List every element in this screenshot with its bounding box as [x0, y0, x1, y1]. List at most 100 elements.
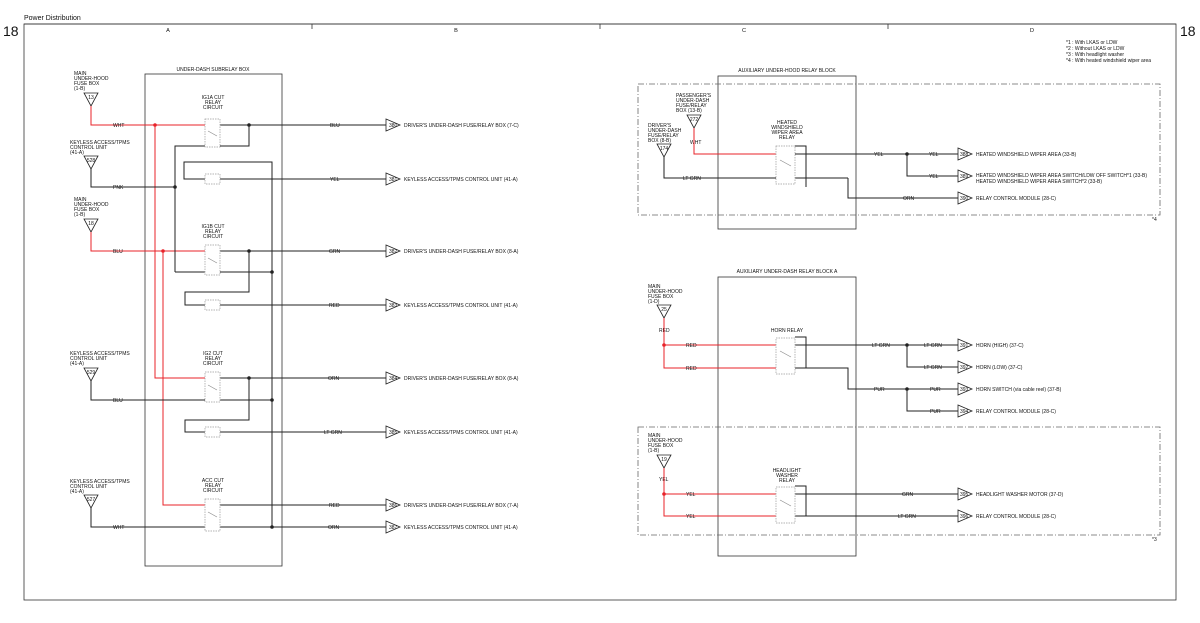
- svg-text:KEYLESS ACCESS/TPMS CONTROL UN: KEYLESS ACCESS/TPMS CONTROL UNIT (41-A): [404, 177, 518, 183]
- svg-text:RELAY: RELAY: [779, 478, 796, 484]
- svg-text:LT GRN: LT GRN: [898, 514, 916, 520]
- svg-text:UNDER-DASH: UNDER-DASH: [676, 98, 710, 104]
- ig2-relay[interactable]: IG2 CUT RELAY CIRCUIT: [203, 351, 223, 438]
- connector-triangle: [83, 367, 99, 382]
- source-keyless-529[interactable]: KEYLESS ACCESS/TPMS CONTROL UNIT (41-A) …: [70, 351, 130, 382]
- output-389[interactable]: YEL 389 HEATED WINDSHIELD WIPER AREA SWI…: [929, 169, 1147, 185]
- svg-text:384: 384: [389, 376, 398, 382]
- note-2: *2 : Without LKAS or LDW: [1066, 46, 1125, 52]
- svg-text:WINDSHIELD: WINDSHIELD: [771, 125, 803, 131]
- horn-circuit: RED RED LT GRN PUR HORN RELAY LT GRN 391…: [662, 318, 1062, 418]
- output-385[interactable]: LT GRN 385 KEYLESS ACCESS/TPMS CONTROL U…: [324, 425, 518, 439]
- svg-text:HEATED WINDSHIELD WIPER AREA S: HEATED WINDSHIELD WIPER AREA SWITCH/LDW …: [976, 173, 1147, 179]
- output-391[interactable]: LT GRN 391 HORN (HIGH) (37-C): [924, 338, 1024, 352]
- svg-text:528: 528: [87, 158, 96, 164]
- output-384[interactable]: ORN 384 DRIVER'S UNDER-DASH FUSE/RELAY B…: [328, 371, 519, 385]
- output-380[interactable]: BLU 380 DRIVER'S UNDER-DASH FUSE/RELAY B…: [330, 118, 519, 132]
- svg-text:MAIN: MAIN: [74, 71, 87, 77]
- svg-text:CIRCUIT: CIRCUIT: [203, 361, 223, 367]
- svg-text:527: 527: [87, 497, 96, 503]
- svg-text:FUSE/RELAY: FUSE/RELAY: [676, 103, 707, 109]
- output-396[interactable]: LT GRN 396 RELAY CONTROL MODULE (28-C): [898, 509, 1056, 523]
- source-keyless-527[interactable]: KEYLESS ACCESS/TPMS CONTROL UNIT (41-A) …: [70, 479, 130, 509]
- svg-text:387: 387: [389, 525, 398, 531]
- svg-text:ORN: ORN: [328, 376, 340, 382]
- source-main-fuse-19[interactable]: MAIN UNDER-HOOD FUSE BOX (1-B) 19 YEL: [648, 433, 683, 483]
- svg-text:FUSE BOX: FUSE BOX: [74, 207, 100, 213]
- ig1a-relay[interactable]: IG1A CUT RELAY CIRCUIT: [202, 95, 225, 185]
- column-c: C: [742, 28, 746, 34]
- svg-text:380: 380: [389, 123, 398, 129]
- svg-text:RED: RED: [329, 503, 340, 509]
- svg-text:394: 394: [960, 409, 969, 415]
- svg-text:BLU: BLU: [113, 398, 123, 404]
- svg-text:UNDER-DASH: UNDER-DASH: [648, 128, 682, 134]
- svg-text:MAIN: MAIN: [74, 197, 87, 203]
- source-main-fuse-18[interactable]: MAIN UNDER-HOOD FUSE BOX (1-B) 18: [74, 197, 109, 233]
- output-386[interactable]: RED 386 DRIVER'S UNDER-DASH FUSE/RELAY B…: [329, 498, 519, 512]
- svg-text:FUSE BOX: FUSE BOX: [648, 294, 674, 300]
- output-393[interactable]: PUR 393 HORN SWITCH (via cable reel) (37…: [930, 382, 1062, 396]
- svg-text:HEATED: HEATED: [777, 120, 797, 126]
- acc-relay[interactable]: ACC CUT RELAY CIRCUIT: [202, 478, 224, 532]
- output-383[interactable]: RED 383 KEYLESS ACCESS/TPMS CONTROL UNIT…: [329, 298, 518, 312]
- svg-text:WHT: WHT: [113, 123, 124, 129]
- washer-circuit: YEL YEL HEADLIGHT WASHER RELAY GRN 395 H…: [662, 468, 1063, 524]
- connector-triangle: [656, 143, 672, 158]
- svg-text:HORN SWITCH (via cable reel) (: HORN SWITCH (via cable reel) (37-B): [976, 387, 1062, 393]
- svg-text:25: 25: [661, 307, 667, 313]
- output-395[interactable]: GRN 395 HEADLIGHT WASHER MOTOR (37-D): [902, 487, 1063, 501]
- svg-text:CIRCUIT: CIRCUIT: [203, 488, 223, 494]
- svg-text:LT GRN: LT GRN: [872, 343, 890, 349]
- svg-text:390: 390: [960, 196, 969, 202]
- svg-text:HEATED WINDSHIELD WIPER AREA S: HEATED WINDSHIELD WIPER AREA SWITCH*2 (3…: [976, 179, 1102, 185]
- output-388[interactable]: YEL 388 HEATED WINDSHIELD WIPER AREA (33…: [929, 147, 1077, 161]
- source-keyless-528[interactable]: KEYLESS ACCESS/TPMS CONTROL UNIT (41-A) …: [70, 140, 130, 170]
- svg-text:LT GRN: LT GRN: [324, 430, 342, 436]
- output-394[interactable]: PUR 394 RELAY CONTROL MODULE (28-C): [930, 404, 1056, 418]
- svg-text:RED: RED: [686, 366, 697, 372]
- svg-text:KEYLESS ACCESS/TPMS: KEYLESS ACCESS/TPMS: [70, 351, 130, 357]
- source-main-fuse-13[interactable]: MAIN UNDER-HOOD FUSE BOX (1-B) 13: [74, 71, 109, 107]
- svg-text:386: 386: [389, 503, 398, 509]
- connector-triangle: [656, 304, 672, 319]
- svg-text:RELAY: RELAY: [779, 135, 796, 141]
- svg-text:IG1A CUT: IG1A CUT: [202, 95, 225, 101]
- svg-text:PUR: PUR: [874, 387, 885, 393]
- column-b: B: [454, 28, 458, 34]
- output-390[interactable]: ORN 390 RELAY CONTROL MODULE (28-C): [903, 191, 1056, 205]
- output-381[interactable]: YEL 381 KEYLESS ACCESS/TPMS CONTROL UNIT…: [330, 172, 518, 186]
- svg-text:CONTROL UNIT: CONTROL UNIT: [70, 356, 107, 362]
- svg-text:PASSENGER'S: PASSENGER'S: [676, 93, 712, 99]
- subrelay-box: [144, 73, 283, 567]
- svg-text:FUSE BOX: FUSE BOX: [74, 81, 100, 87]
- svg-text:RELAY: RELAY: [205, 229, 222, 235]
- svg-text:529: 529: [87, 370, 96, 376]
- svg-text:18: 18: [88, 221, 94, 227]
- output-392[interactable]: LT GRN 392 HORN (LOW) (37-C): [924, 360, 1023, 374]
- source-drivers-174[interactable]: DRIVER'S UNDER-DASH FUSE/RELAY BOX (8-B)…: [648, 123, 682, 158]
- svg-text:UNDER-HOOD: UNDER-HOOD: [74, 76, 109, 82]
- heated-relay[interactable]: HEATED WINDSHIELD WIPER AREA RELAY: [771, 120, 803, 185]
- svg-text:PUR: PUR: [930, 387, 941, 393]
- output-387[interactable]: ORN 387 KEYLESS ACCESS/TPMS CONTROL UNIT…: [328, 520, 518, 534]
- page-number-left: 18: [3, 23, 19, 39]
- svg-text:RELAY: RELAY: [205, 100, 222, 106]
- source-main-fuse-25[interactable]: MAIN UNDER-HOOD FUSE BOX (1-D) 25 RED: [648, 284, 683, 334]
- svg-text:RED: RED: [686, 343, 697, 349]
- svg-text:WHT: WHT: [690, 140, 701, 146]
- source-passengers-272[interactable]: PASSENGER'S UNDER-DASH FUSE/RELAY BOX (1…: [676, 93, 712, 146]
- svg-text:YEL: YEL: [929, 152, 939, 158]
- washer-relay[interactable]: HEADLIGHT WASHER RELAY: [773, 468, 802, 524]
- svg-text:CONTROL UNIT: CONTROL UNIT: [70, 145, 107, 151]
- svg-text:LT GRN: LT GRN: [924, 365, 942, 371]
- ig1b-relay[interactable]: IG1B CUT RELAY CIRCUIT: [201, 224, 225, 311]
- svg-text:UNDER-HOOD: UNDER-HOOD: [648, 438, 683, 444]
- connector-triangle: [83, 218, 99, 233]
- column-d: D: [1030, 28, 1034, 34]
- svg-text:393: 393: [960, 387, 969, 393]
- output-382[interactable]: GRN 382 DRIVER'S UNDER-DASH FUSE/RELAY B…: [329, 244, 519, 258]
- horn-relay[interactable]: HORN RELAY: [771, 328, 804, 375]
- svg-text:WASHER: WASHER: [776, 473, 798, 479]
- svg-text:(1-B): (1-B): [74, 86, 85, 92]
